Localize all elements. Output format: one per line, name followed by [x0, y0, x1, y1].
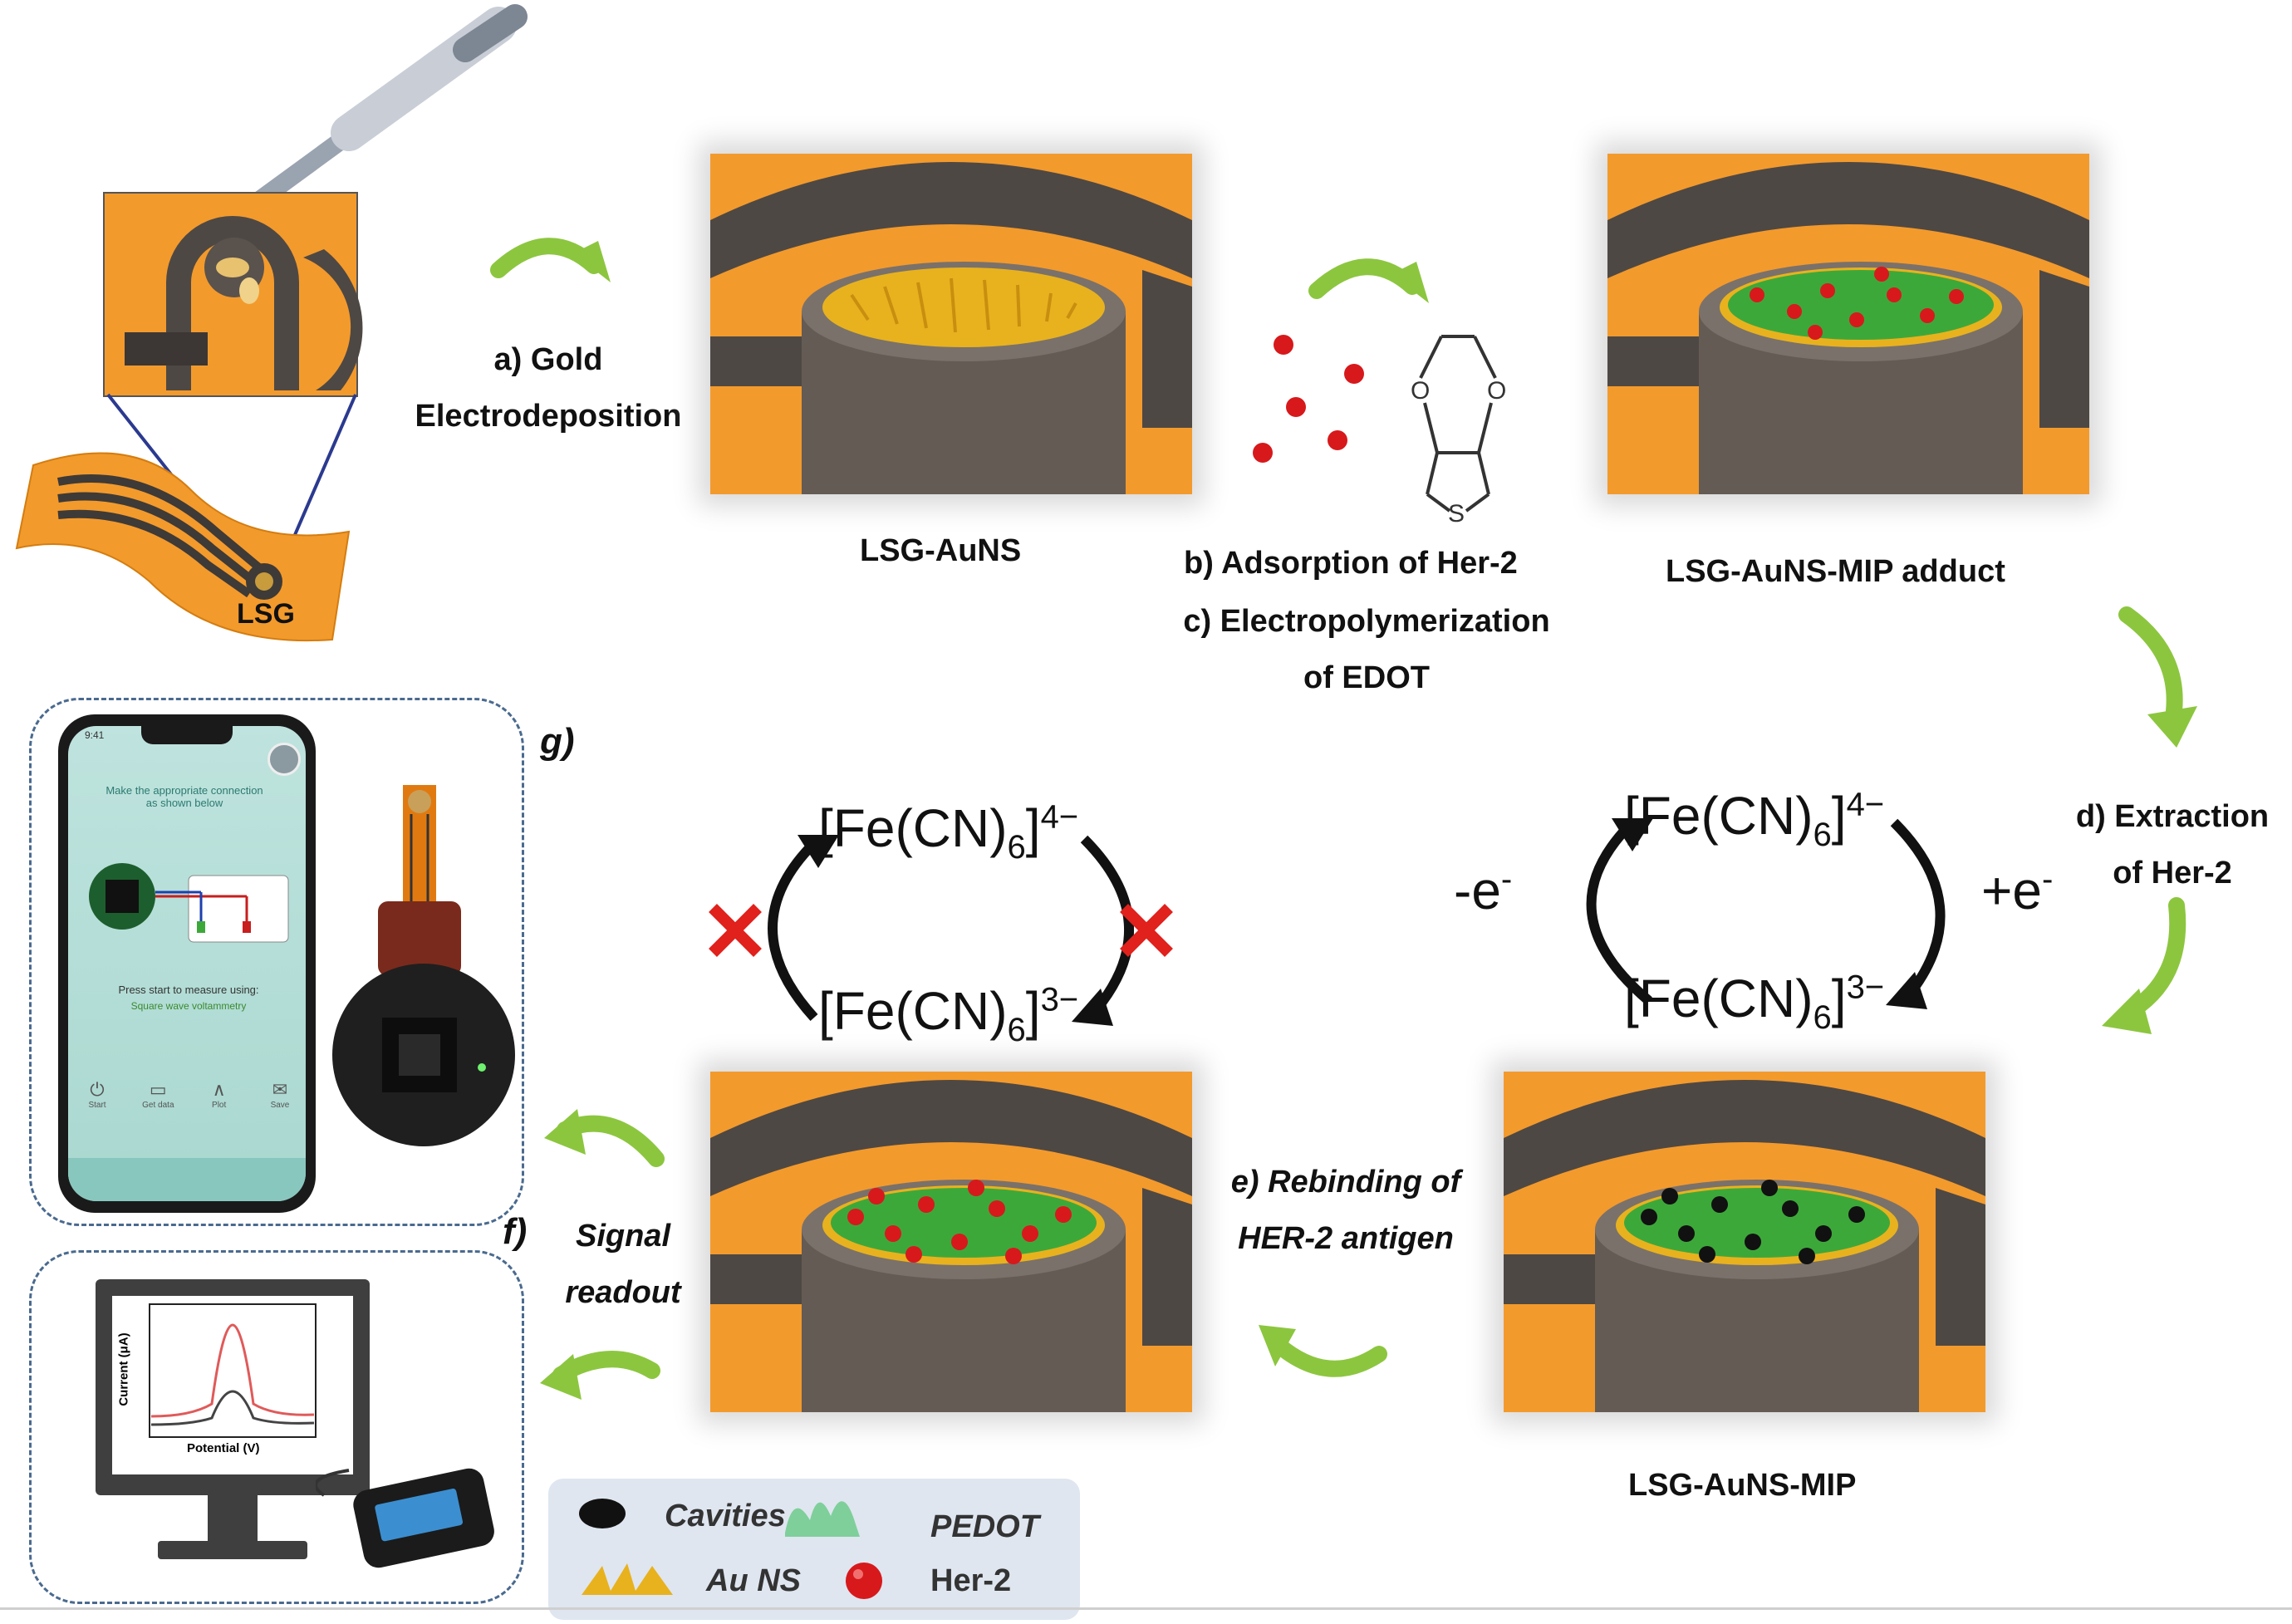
phone-method: Square wave voltammetry [130, 1000, 247, 1012]
connection-diagram [89, 863, 289, 943]
arrow-icon-d [2102, 897, 2186, 1034]
voltammogram-plot [149, 1303, 317, 1438]
minus-electron-label: -e- [1454, 861, 1513, 920]
handheld-reader [316, 1468, 494, 1568]
phone-icon-row: ⏻Start ▭Get data ∧Plot ✉Save [81, 1079, 297, 1110]
phone-status-time: 9:41 [85, 729, 105, 741]
phone-tab-bar [68, 1158, 306, 1201]
response-curve-high [150, 1323, 315, 1418]
redox-left-arrows [768, 835, 1134, 1026]
phone-instruction: Make the appropriate connection as shown… [106, 784, 263, 809]
blocked-cross-icon-right [1120, 904, 1173, 957]
plot-icon[interactable]: ∧Plot [212, 1079, 227, 1110]
cavities-icon [579, 1499, 626, 1528]
step-e-label: e) Rebinding of HER-2 antigen [1230, 1165, 1461, 1256]
arrow-icon-b [1308, 258, 1429, 303]
legend-au-ns: Au NS [706, 1563, 801, 1598]
redox-right-top: [Fe(CN)6]4− [1624, 786, 1885, 853]
arrow-icon-c [2118, 606, 2197, 748]
step-c-label: c) Electropolymerization of EDOT [1183, 604, 1550, 695]
step-b-label: b) Adsorption of Her-2 [1184, 546, 1518, 581]
panel-f-label: f) [503, 1211, 528, 1252]
ether-o-left: O [1411, 377, 1430, 405]
ether-o-right: O [1487, 377, 1506, 405]
potentiostat-device [332, 785, 515, 1146]
arrow-icon-f [540, 1351, 660, 1400]
electrode-mip-adduct [1607, 154, 2089, 494]
plus-electron-label: +e- [1981, 861, 2054, 920]
smartphone: 9:41 Make the appropriate connection as … [58, 714, 316, 1213]
bottom-rule [0, 1607, 2292, 1610]
step-a-label: a) Gold Electrodeposition [415, 342, 682, 434]
her2-icon [846, 1563, 882, 1599]
redox-left-top: [Fe(CN)6]4− [818, 798, 1079, 866]
electrode-lsg-auns-mip [1504, 1072, 1985, 1412]
plot-ylabel: Current (μA) [116, 1332, 131, 1406]
lsg-label: LSG [237, 598, 295, 630]
legend-pedot: PEDOT [930, 1509, 1039, 1544]
legend-her2: Her-2 [930, 1563, 1012, 1598]
get-data-icon[interactable]: ▭Get data [142, 1079, 174, 1110]
legend-cavities: Cavities [665, 1499, 786, 1533]
lsg-auns-label: LSG-AuNS [860, 533, 1022, 568]
start-icon[interactable]: ⏻Start [88, 1079, 106, 1110]
step-d-label: d) Extraction of Her-2 [2075, 799, 2270, 891]
arrow-icon-e [1259, 1325, 1387, 1377]
legend: Cavities PEDOT Au NS Her-2 [548, 1479, 1080, 1620]
blocked-cross-icon-left [709, 904, 762, 957]
response-curve-low [150, 1390, 315, 1426]
panel-g [29, 698, 524, 1226]
arrow-icon-a [490, 238, 611, 282]
electrode-lsg-auns [710, 154, 1192, 494]
redox-right-arrows [1586, 818, 1946, 1009]
redox-right-bottom: [Fe(CN)6]3− [1624, 969, 1885, 1036]
arrow-icon-g [544, 1109, 665, 1167]
phone-notch [141, 726, 233, 744]
her2-edot-illustration: O O S [1253, 335, 1506, 523]
panel-g-label: g) [540, 721, 575, 762]
au-ns-icon [582, 1563, 673, 1595]
mip-adduct-label: LSG-AuNS-MIP adduct [1666, 554, 2005, 589]
save-icon[interactable]: ✉Save [270, 1079, 290, 1110]
electrode-rebound [710, 1072, 1192, 1412]
lsg-auns-mip-label: LSG-AuNS-MIP [1628, 1468, 1857, 1503]
phone-press-start: Press start to measure using: [118, 984, 259, 996]
panel-f [29, 1250, 524, 1604]
signal-readout-label: Signal readout [565, 1219, 681, 1310]
redox-left-bottom: [Fe(CN)6]3− [818, 981, 1079, 1048]
pedot-icon [785, 1501, 860, 1537]
lsg-sensor-illustration [0, 0, 532, 648]
profile-icon[interactable] [267, 743, 301, 776]
phone-screen: 9:41 Make the appropriate connection as … [68, 726, 306, 1201]
plot-xlabel: Potential (V) [187, 1441, 260, 1455]
thiophene-s: S [1448, 500, 1465, 523]
